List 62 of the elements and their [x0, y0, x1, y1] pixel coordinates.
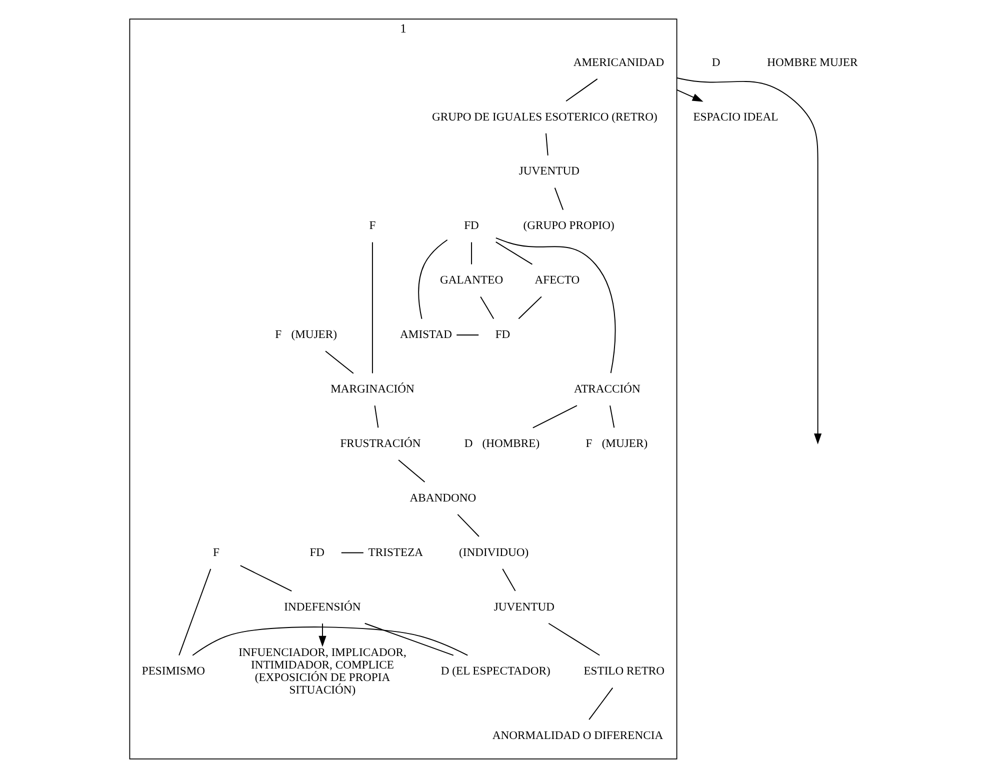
node-text: AMISTAD	[400, 328, 452, 342]
connector	[502, 568, 516, 592]
node-text: GRUPO DE IGUALES ESOTERICO (RETRO)	[431, 110, 657, 124]
connector	[554, 187, 564, 210]
node-text: MARGINACIÓN	[330, 382, 414, 396]
node-text: D	[464, 436, 472, 450]
node-text: FD	[464, 219, 478, 232]
connector	[340, 552, 364, 554]
node-text: FD	[494, 328, 510, 342]
node-text: F	[274, 328, 282, 342]
node-text: JUVENTUD	[518, 164, 579, 178]
node-text: AFECTO	[534, 274, 580, 287]
connector	[480, 296, 494, 320]
node-text: ATRACCIÓN	[574, 382, 640, 396]
node-text: ESTILO RETRO	[583, 664, 664, 678]
connector	[545, 132, 548, 156]
connector	[518, 296, 542, 320]
connector	[398, 460, 425, 483]
node-label: (HOMBRE)	[482, 436, 540, 450]
connector	[548, 622, 600, 656]
node-text: F	[585, 436, 592, 450]
arrow	[676, 89, 703, 102]
node-text: AMERICANIDAD	[572, 56, 664, 69]
connector	[494, 241, 532, 265]
arrow	[676, 77, 822, 444]
node-label: (MUJER)	[601, 436, 648, 450]
connector	[609, 405, 614, 428]
node-text: ESPACIO IDEAL	[692, 110, 778, 124]
node-text: INFUENCIADOR, IMPLICADOR, INTIMIDADOR, COMPLICE (EXPOSICIÓN DE PROPIA SITUACIÓN)	[238, 646, 406, 696]
connector	[588, 687, 613, 720]
connector	[239, 565, 292, 592]
connector	[494, 237, 616, 374]
label: D	[711, 56, 720, 69]
label: HOMBRE MUJER	[766, 56, 858, 69]
node-text: TRISTEZA	[368, 546, 423, 559]
connector	[565, 78, 598, 102]
node-text: ANORMALIDAD O DIFERENCIA	[492, 728, 663, 742]
node-text: (GRUPO PROPIO)	[522, 219, 614, 232]
node-text: PESIMISMO	[141, 664, 205, 678]
connector	[374, 405, 378, 428]
node-text: FRUSTRACIÓN	[340, 436, 420, 450]
arrow	[318, 623, 326, 647]
node-text: F	[212, 546, 220, 559]
node-text: (INDIVIDUO)	[458, 546, 528, 559]
connector	[324, 350, 354, 374]
node-text: INDEFENSIÓN	[284, 600, 360, 614]
node-label: (MUJER)	[290, 328, 336, 342]
connector	[371, 242, 372, 374]
connector	[456, 334, 479, 336]
connector	[178, 568, 211, 656]
connector	[470, 242, 472, 265]
node-text: GALANTEO	[439, 274, 503, 287]
connector	[456, 514, 479, 537]
node-text: FD	[309, 546, 324, 559]
connector	[364, 622, 454, 656]
connector	[418, 239, 448, 320]
node-text: F	[368, 219, 376, 232]
connector	[192, 626, 468, 656]
connector	[532, 405, 577, 428]
node-text: JUVENTUD	[493, 600, 554, 614]
node-text: ABANDONO	[409, 491, 476, 504]
node-text: D (EL ESPECTADOR)	[440, 664, 550, 678]
